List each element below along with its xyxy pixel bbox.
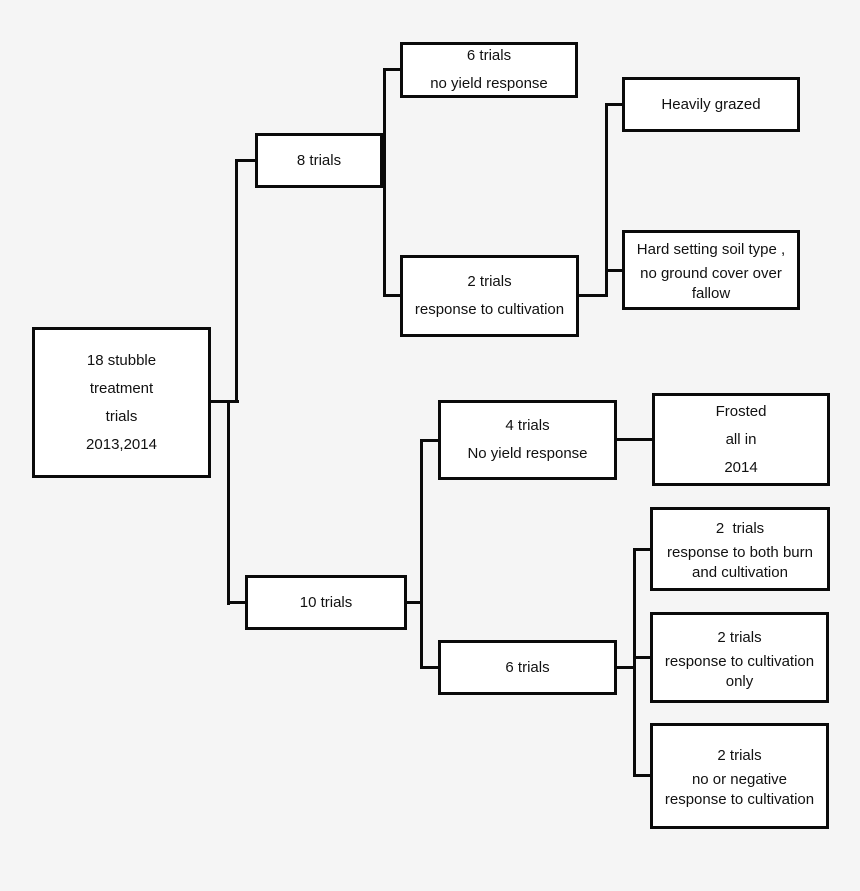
connector-6trials-right bbox=[617, 666, 636, 669]
node-text-line: Frosted bbox=[715, 402, 767, 420]
connector-heavily-grazed-stub bbox=[605, 103, 622, 106]
node-text-line: Hard setting soil type , bbox=[636, 241, 786, 258]
connector-6trials-branch-vertical bbox=[633, 548, 636, 777]
node-text-line: 6 trials bbox=[505, 658, 550, 676]
connector-10trials-stub bbox=[227, 601, 245, 604]
node-text-line: response to cultivation bbox=[664, 652, 815, 670]
connector-root-to-8trials-vertical bbox=[235, 159, 238, 403]
node-text-line: no yield response bbox=[430, 75, 548, 92]
connector-cultivation-only-stub bbox=[633, 656, 650, 659]
connector-6trials-noyield-stub bbox=[383, 68, 400, 71]
node-text-line: response to cultivation bbox=[664, 791, 815, 808]
node-4-trials-no-yield-response: 4 trials No yield response bbox=[438, 400, 617, 480]
node-text-line: no or negative bbox=[691, 771, 788, 788]
node-text-line: No yield response bbox=[467, 445, 588, 462]
connector-root-to-10trials-vertical bbox=[227, 400, 230, 605]
connector-2trials-cultivation-stub bbox=[383, 294, 400, 297]
connector-10trials-right bbox=[407, 601, 423, 604]
connector-8trials-branch-vertical bbox=[383, 68, 386, 297]
connector-no-negative-stub bbox=[633, 774, 650, 777]
node-text-line: 2013,2014 bbox=[86, 435, 157, 453]
node-text-line: 4 trials bbox=[505, 417, 550, 434]
connector-2trials-cultivation-right bbox=[579, 294, 608, 297]
node-2-trials-both-burn-and-cultivation: 2 trials response to both burn and culti… bbox=[650, 507, 830, 591]
node-text-line: treatment bbox=[89, 379, 154, 397]
node-text-line: all in bbox=[725, 430, 757, 448]
connector-4trials-to-frosted bbox=[617, 438, 652, 441]
node-frosted-all-in-2014: Frosted all in 2014 bbox=[652, 393, 830, 486]
node-text-line: 8 trials bbox=[296, 151, 342, 169]
connector-hard-setting-stub bbox=[605, 269, 622, 272]
node-2-trials-cultivation-only: 2 trials response to cultivation only bbox=[650, 612, 829, 703]
node-text-line: Heavily grazed bbox=[661, 95, 761, 113]
connector-10trials-branch-vertical bbox=[420, 439, 423, 669]
connector-both-burn-stub bbox=[633, 548, 650, 551]
node-2-trials-response-to-cultivation: 2 trials response to cultivation bbox=[400, 255, 579, 337]
connector-root-stub bbox=[210, 400, 239, 403]
node-8-trials: 8 trials bbox=[255, 133, 383, 188]
node-text-line: fallow bbox=[691, 285, 731, 302]
node-heavily-grazed: Heavily grazed bbox=[622, 77, 800, 132]
node-2-trials-no-or-negative-response: 2 trials no or negative response to cult… bbox=[650, 723, 829, 829]
node-text-line: 2 trials bbox=[717, 628, 762, 646]
connector-8trials-stub bbox=[235, 159, 255, 162]
node-10-trials: 10 trials bbox=[245, 575, 407, 630]
node-text-line: 2 trials bbox=[717, 747, 762, 764]
connector-6trials-stub bbox=[420, 666, 438, 669]
node-text-line: 6 trials bbox=[466, 47, 512, 64]
node-text-line: and cultivation bbox=[692, 564, 788, 581]
connector-4trials-stub bbox=[420, 439, 438, 442]
node-text-line: no ground cover over bbox=[640, 265, 782, 282]
connector-2trials-branch-vertical bbox=[605, 103, 608, 297]
node-text-line: response to both burn bbox=[667, 544, 813, 561]
node-text-line: 18 stubble bbox=[86, 351, 157, 369]
node-text-line: 2 trials bbox=[715, 520, 765, 537]
node-6-trials-bottom: 6 trials bbox=[438, 640, 617, 695]
node-text-line: 2 trials bbox=[467, 273, 512, 290]
node-root-18-stubble-trials: 18 stubble treatment trials 2013,2014 bbox=[32, 327, 211, 478]
node-text-line: 2014 bbox=[724, 458, 758, 476]
node-text-line: only bbox=[725, 672, 754, 690]
node-text-line: 10 trials bbox=[299, 593, 353, 611]
node-hard-setting-soil: Hard setting soil type , no ground cover… bbox=[622, 230, 800, 310]
node-text-line: response to cultivation bbox=[414, 301, 565, 318]
node-6-trials-no-yield-response: 6 trials no yield response bbox=[400, 42, 578, 98]
node-text-line: trials bbox=[105, 407, 138, 425]
